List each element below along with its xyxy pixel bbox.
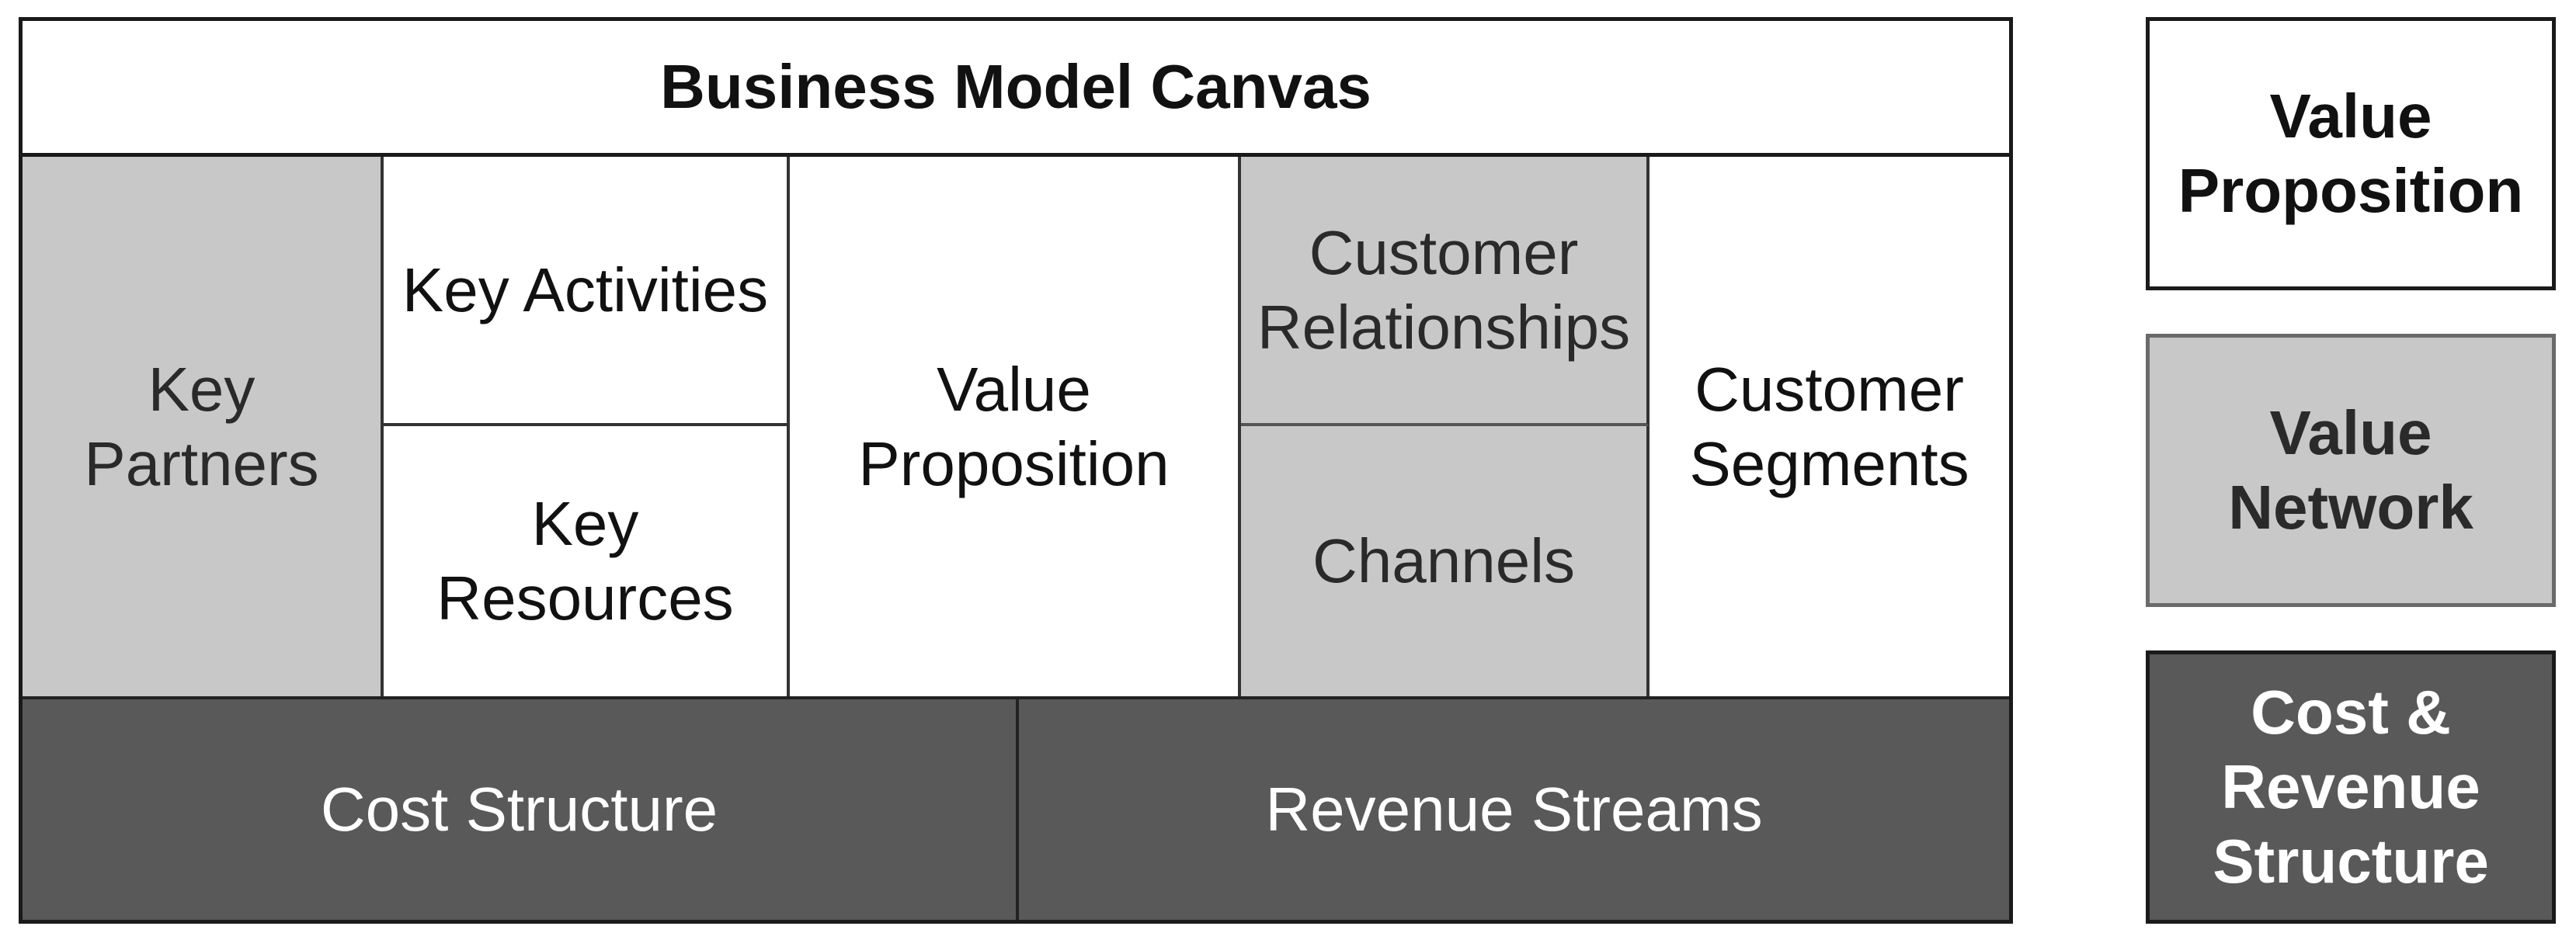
value-proposition-block: Value Proposition [790, 157, 1241, 696]
customer-relationships-block: Customer Relationships [1241, 157, 1650, 426]
customer-segments-label: Customer Segments [1689, 354, 1969, 498]
cost-structure-label: Cost Structure [320, 775, 718, 844]
canvas-title-text: Business Model Canvas [660, 52, 1371, 121]
legend-cost-revenue-structure-label: Cost & Revenue Structure [2213, 678, 2489, 896]
legend-value-proposition-label: Value Proposition [2178, 82, 2524, 225]
key-partners-block: Key Partners [23, 157, 384, 696]
key-activities-block: Key Activities [384, 157, 790, 426]
key-resources-block: Key Resources [384, 426, 790, 696]
key-resources-label: Key Resources [436, 489, 734, 633]
channels-label: Channels [1312, 526, 1575, 595]
cost-structure-block: Cost Structure [23, 696, 1019, 920]
legend-value-proposition: Value Proposition [2146, 17, 2556, 290]
channels-block: Channels [1241, 426, 1650, 696]
customer-relationships-label: Customer Relationships [1257, 217, 1631, 362]
legend-value-network: Value Network [2146, 334, 2556, 607]
revenue-streams-label: Revenue Streams [1265, 775, 1763, 844]
legend-cost-revenue-structure: Cost & Revenue Structure [2146, 650, 2556, 924]
key-activities-label: Key Activities [402, 255, 769, 324]
legend-value-network-label: Value Network [2228, 398, 2473, 542]
customer-segments-block: Customer Segments [1650, 157, 2009, 696]
canvas-title: Business Model Canvas [19, 17, 2013, 157]
key-partners-label: Key Partners [84, 354, 319, 498]
revenue-streams-block: Revenue Streams [1019, 696, 2009, 920]
value-proposition-label: Value Proposition [858, 354, 1170, 498]
